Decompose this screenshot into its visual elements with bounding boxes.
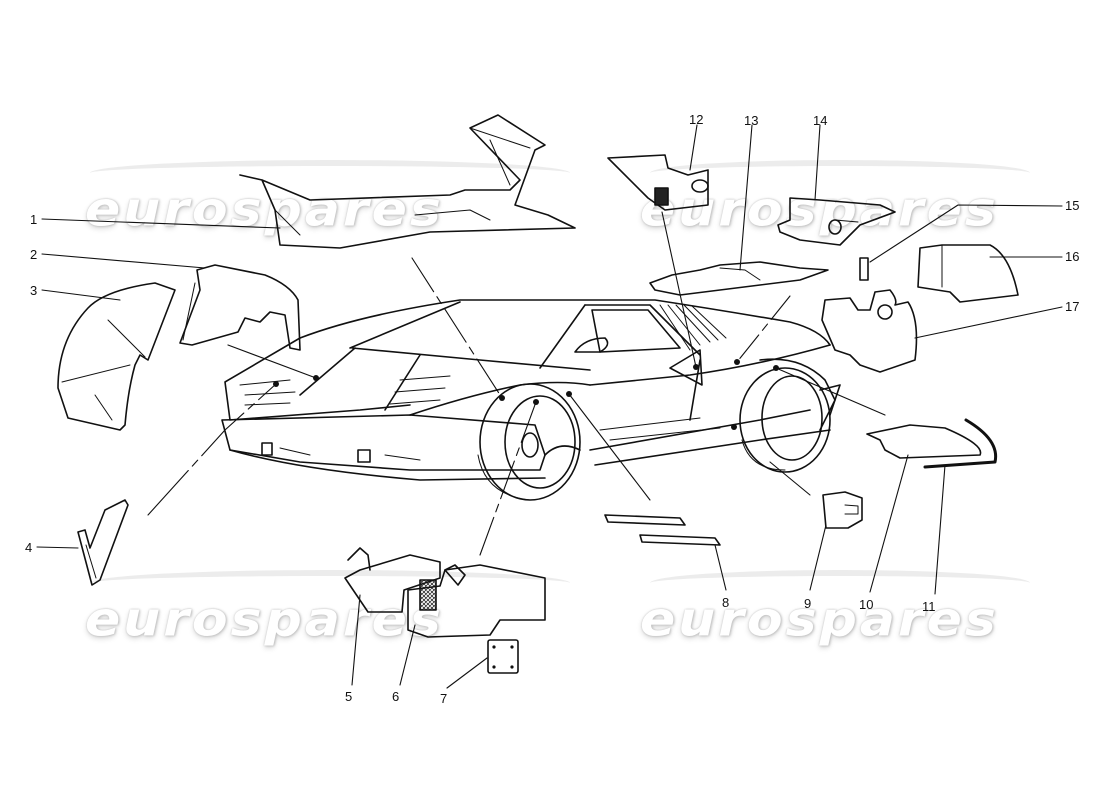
part-3-front-wheelhouse[interactable] bbox=[57, 282, 176, 431]
part-11-seal-strip[interactable] bbox=[923, 418, 998, 469]
callout-12[interactable]: 12 bbox=[689, 112, 704, 127]
callout-11[interactable]: 11 bbox=[922, 599, 936, 614]
callout-17[interactable]: 17 bbox=[1065, 299, 1080, 314]
part-6-floor-panel-right[interactable] bbox=[407, 564, 546, 638]
callout-16[interactable]: 16 bbox=[1065, 249, 1080, 264]
callout-6[interactable]: 6 bbox=[392, 689, 400, 704]
part-17-rear-wheelhouse[interactable] bbox=[821, 289, 918, 373]
callout-3[interactable]: 3 bbox=[30, 283, 38, 298]
car-body-illustration bbox=[221, 299, 841, 501]
callout-15[interactable]: 15 bbox=[1065, 198, 1080, 213]
watermark-text: eurospares bbox=[85, 593, 444, 647]
callout-2[interactable]: 2 bbox=[30, 247, 38, 262]
callout-9[interactable]: 9 bbox=[804, 596, 812, 611]
callout-14[interactable]: 14 bbox=[813, 113, 828, 128]
part-5-floor-panel-left[interactable] bbox=[344, 547, 441, 613]
watermark-swoosh bbox=[650, 570, 1030, 596]
leader-lines bbox=[36, 124, 1063, 689]
watermark-swoosh bbox=[90, 570, 570, 596]
part-16-rear-arch-cover[interactable] bbox=[917, 244, 1019, 303]
part-4-v-bracket[interactable] bbox=[77, 499, 129, 586]
callout-4[interactable]: 4 bbox=[25, 540, 33, 555]
callout-7[interactable]: 7 bbox=[440, 691, 448, 706]
callout-10[interactable]: 10 bbox=[859, 597, 874, 612]
watermark-swoosh bbox=[90, 160, 570, 186]
callout-5[interactable]: 5 bbox=[345, 689, 353, 704]
part-7-cover-plate[interactable] bbox=[487, 639, 519, 674]
watermark-text: eurospares bbox=[85, 183, 444, 237]
watermark-swoosh bbox=[650, 160, 1030, 186]
part-10-floor-mat[interactable] bbox=[866, 424, 982, 459]
callout-8[interactable]: 8 bbox=[722, 595, 730, 610]
part-12-duct-panel[interactable] bbox=[607, 154, 709, 211]
part-15-small-clip[interactable] bbox=[859, 257, 869, 281]
part-1-floor-insulation[interactable] bbox=[239, 114, 576, 249]
part-9-clip[interactable] bbox=[822, 491, 863, 529]
watermark-text: eurospares bbox=[640, 593, 999, 647]
part-2-front-arch-insulation[interactable] bbox=[179, 264, 301, 351]
part-14-engine-cover-panel[interactable] bbox=[777, 197, 896, 246]
part-8-sill-strips[interactable] bbox=[604, 514, 721, 546]
callout-1[interactable]: 1 bbox=[30, 212, 38, 227]
callout-13[interactable]: 13 bbox=[744, 113, 759, 128]
